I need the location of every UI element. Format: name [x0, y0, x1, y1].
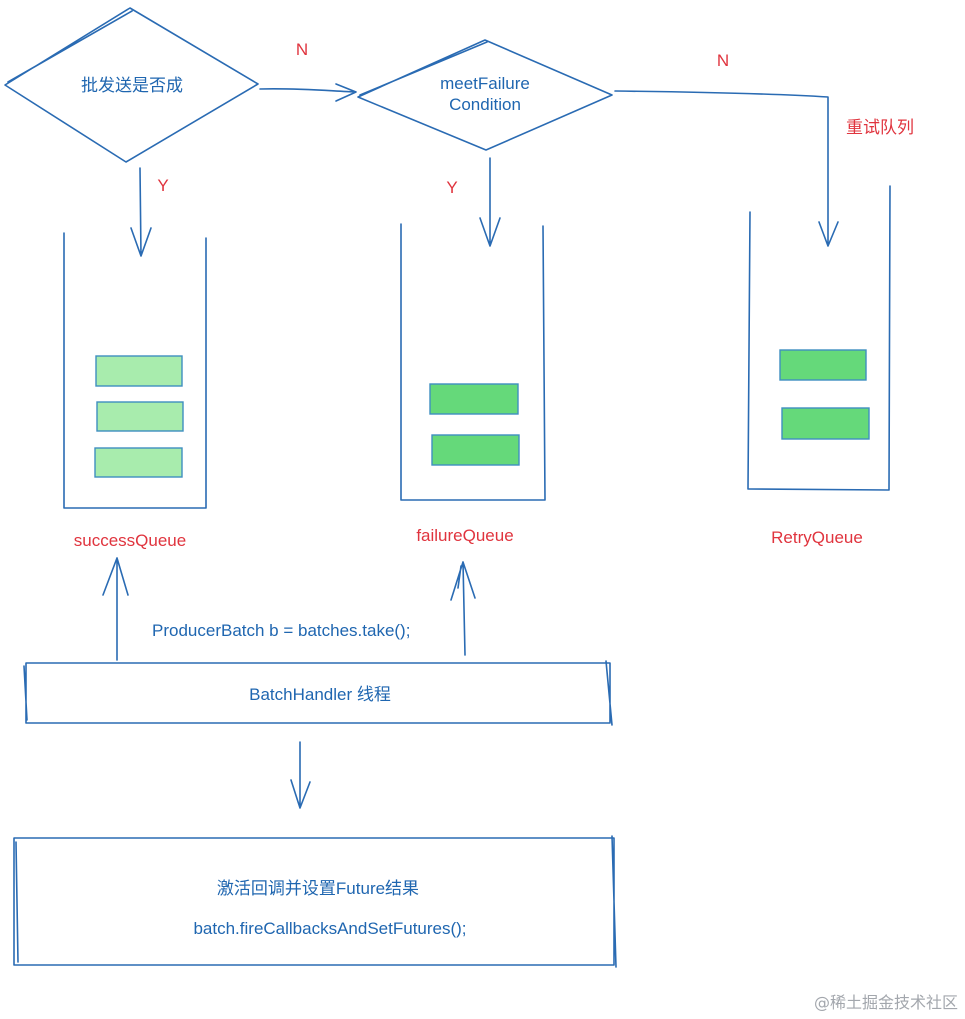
edge-label-n1: N — [296, 40, 308, 59]
edge-label-n2: N — [717, 51, 729, 70]
queue-item — [781, 407, 870, 440]
edge-label-y2: Y — [446, 178, 457, 197]
arrow-n-to-meet-failure — [259, 83, 357, 102]
queue-item — [95, 355, 183, 387]
callback-title: 激活回调并设置Future结果 — [217, 879, 419, 898]
queue-item — [94, 447, 183, 478]
callback-box: 激活回调并设置Future结果 batch.fireCallbacksAndSe… — [13, 835, 617, 968]
callback-box-outline — [13, 835, 617, 968]
queue-container — [400, 223, 546, 501]
decision-diamond-shape — [4, 7, 259, 163]
arrow-y-to-failure — [479, 157, 501, 247]
queue-label-retry: RetryQueue — [771, 528, 863, 547]
decision-batch-success: 批发送是否成 — [4, 7, 259, 163]
arrow-n-to-retry — [614, 90, 839, 247]
arrow-up-to-failure — [450, 561, 476, 656]
decision-meet-failure-label-line1: meetFailure — [440, 74, 530, 93]
batch-handler-box: BatchHandler 线程 — [23, 660, 613, 726]
batch-handler-label: BatchHandler 线程 — [249, 685, 391, 704]
callback-code: batch.fireCallbacksAndSetFutures(); — [193, 919, 466, 938]
decision-diamond-shape — [357, 39, 613, 151]
failure-queue: failureQueue — [400, 223, 546, 545]
queue-item — [779, 349, 867, 381]
decision-batch-success-label: 批发送是否成 — [81, 76, 183, 95]
arrow-y-to-success — [130, 167, 152, 257]
queue-item — [96, 401, 184, 432]
decision-meet-failure: meetFailure Condition — [357, 39, 613, 151]
arrow-up-to-success — [102, 557, 129, 661]
queue-container — [747, 185, 891, 491]
decision-meet-failure-label-line2: Condition — [449, 95, 521, 114]
queue-label-failure: failureQueue — [416, 526, 513, 545]
edge-label-retry: 重试队列 — [846, 118, 914, 137]
arrow-down-to-callback — [290, 741, 311, 809]
queue-label-success: successQueue — [74, 531, 186, 550]
queue-item — [429, 383, 519, 415]
queue-item — [431, 434, 520, 466]
edge-label-y1: Y — [157, 176, 168, 195]
queue-container — [63, 232, 207, 509]
success-queue: successQueue — [63, 232, 207, 550]
handler-take-code: ProducerBatch b = batches.take(); — [152, 621, 410, 640]
retry-queue: RetryQueue — [747, 185, 891, 547]
handler-box-outline — [23, 660, 613, 726]
watermark: @稀土掘金技术社区 — [814, 993, 958, 1012]
